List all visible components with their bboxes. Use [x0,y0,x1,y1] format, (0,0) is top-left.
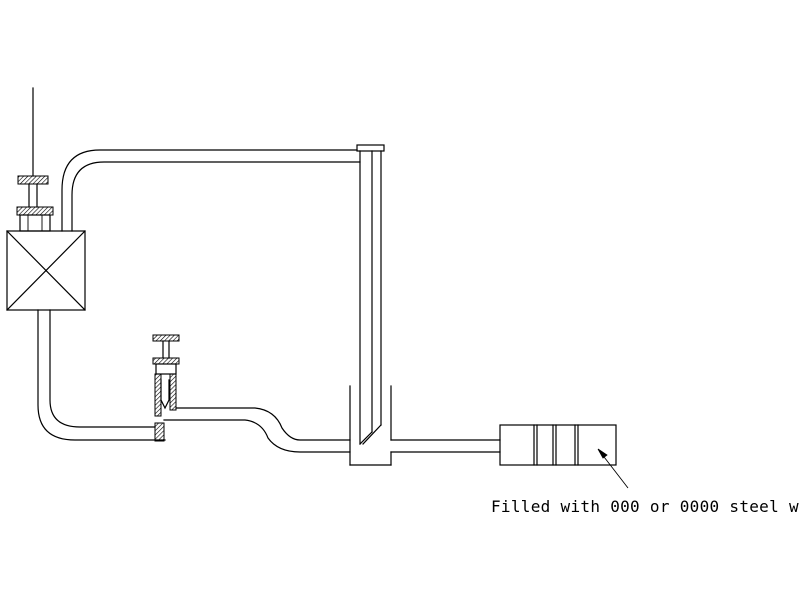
junction-chamber [349,385,392,466]
filter-annotation: Filled with 000 or 0000 steel wool [491,497,800,516]
outlet-pipe [390,439,501,453]
leader-arrow [597,448,629,489]
upper-valve-bonnet [16,183,54,232]
vertical-tube [359,150,382,445]
tube-cap [356,144,385,152]
filter-cartridge [499,424,617,466]
trap-pipe [163,407,351,453]
lower-fitting [152,334,180,442]
upper-valve-handle [17,175,49,185]
lower-left-pipe [37,309,166,441]
valve-body [6,230,86,311]
upper-return-pipe [61,149,361,232]
